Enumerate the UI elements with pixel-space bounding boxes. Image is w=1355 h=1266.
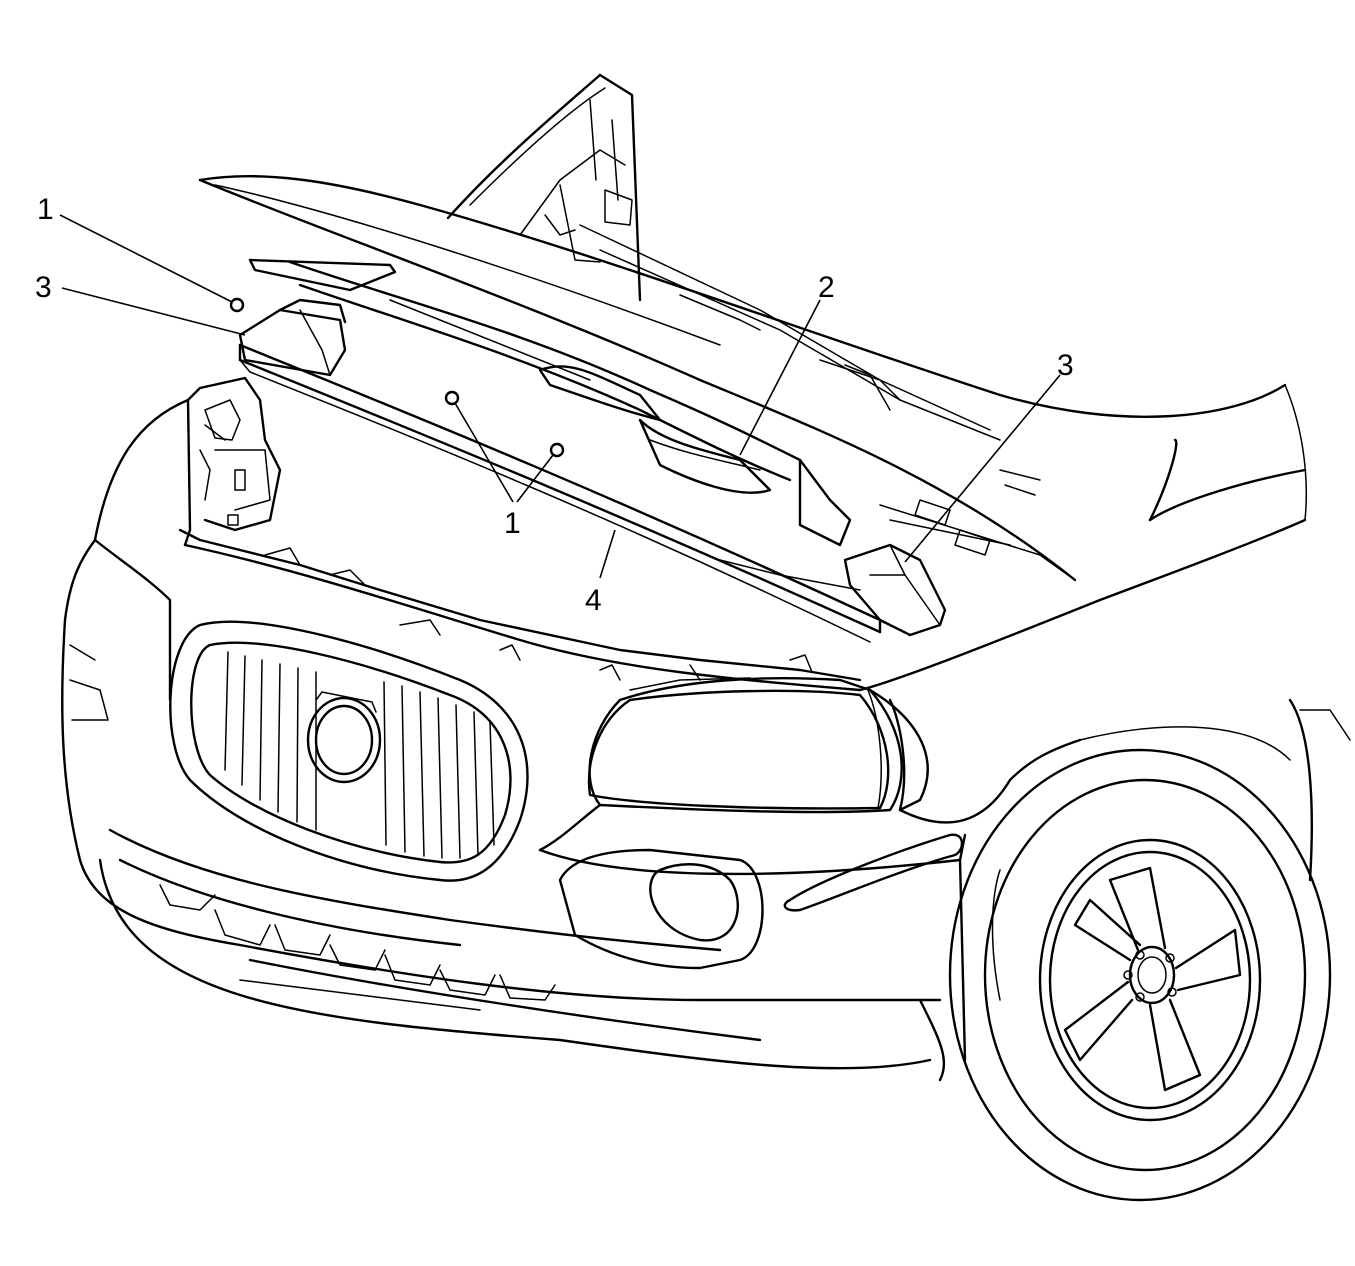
callout-3-right: 3 bbox=[1057, 349, 1074, 382]
left-deflector bbox=[238, 298, 347, 377]
cowl-area bbox=[579, 224, 1076, 581]
callout-1-left: 1 bbox=[37, 193, 54, 226]
callout-1-center: 1 bbox=[504, 507, 521, 540]
fastener-left bbox=[229, 297, 245, 313]
fasteners bbox=[229, 297, 565, 458]
fastener-center-1 bbox=[444, 390, 460, 406]
air-intake-duct bbox=[248, 258, 852, 547]
callout-labels: 1 3 2 3 1 4 bbox=[35, 193, 1074, 617]
fastener-center-2 bbox=[549, 442, 565, 458]
grille bbox=[169, 620, 529, 882]
front-wheel bbox=[948, 698, 1351, 1202]
headlamp bbox=[587, 689, 890, 810]
callout-2: 2 bbox=[818, 271, 835, 304]
callout-4: 4 bbox=[585, 584, 602, 617]
hood bbox=[198, 174, 1308, 582]
lug-nuts bbox=[1123, 950, 1177, 1002]
windshield-frame bbox=[446, 73, 642, 302]
front-fascia bbox=[61, 398, 1307, 1082]
engine-bay bbox=[186, 376, 282, 532]
grille-emblem bbox=[306, 691, 382, 784]
leader-lines bbox=[59, 214, 1061, 579]
wheel-spokes bbox=[1063, 866, 1242, 1092]
right-deflector bbox=[843, 543, 947, 637]
radiator-baffle bbox=[238, 343, 882, 643]
grille-bars bbox=[224, 651, 495, 859]
callout-3-left: 3 bbox=[35, 271, 52, 304]
